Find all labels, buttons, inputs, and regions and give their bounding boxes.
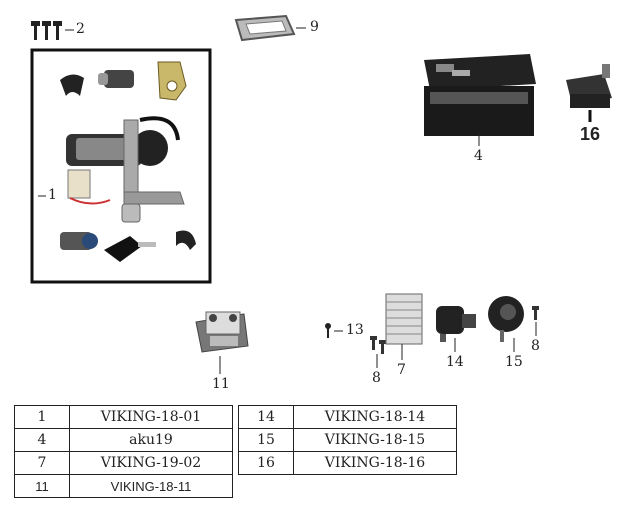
table-row: 7 VIKING-19-02 (14, 451, 233, 475)
table-row: 11 VIKING-18-11 (14, 474, 233, 498)
part-code: VIKING-18-01 (69, 405, 233, 429)
horn-part-15 (488, 296, 524, 342)
part-code: VIKING-19-02 (69, 451, 233, 475)
cdi-part-7 (385, 293, 423, 345)
callout-9: 9 (310, 19, 319, 35)
battery-part-4 (424, 54, 536, 136)
callout-7: 7 (397, 362, 406, 378)
part-code: VIKING-18-14 (293, 405, 457, 429)
screws-part-8-left (370, 336, 386, 354)
callout-4: 4 (474, 148, 483, 164)
callout-15: 15 (505, 354, 523, 370)
table-row: 16 VIKING-18-16 (238, 451, 457, 475)
callout-16: 16 (580, 124, 601, 144)
callout-1: 1 (48, 187, 57, 203)
callout-8-left: 8 (372, 370, 381, 386)
bolt-part-13 (325, 323, 331, 338)
part-number: 11 (14, 474, 70, 498)
parts-table-left: 1 VIKING-18-01 4 aku19 7 VIKING-19-02 11… (14, 405, 233, 498)
part-number: 14 (238, 405, 294, 429)
callout-14: 14 (446, 354, 464, 370)
part-number: 7 (14, 451, 70, 475)
table-row: 1 VIKING-18-01 (14, 405, 233, 429)
relay-part-16 (566, 64, 612, 108)
starter-relay-part-14 (436, 306, 476, 342)
part-code: VIKING-18-16 (293, 451, 457, 475)
ignition-switch-part-1 (60, 61, 196, 262)
rubber-frame-part-9 (234, 14, 296, 42)
callout-13: 13 (346, 322, 364, 338)
part-code: aku19 (69, 428, 233, 452)
part-number: 4 (14, 428, 70, 452)
part-code: VIKING-18-15 (293, 428, 457, 452)
callout-8-right: 8 (531, 338, 540, 354)
part-code: VIKING-18-11 (69, 474, 233, 498)
table-row: 15 VIKING-18-15 (238, 428, 457, 452)
screws-part-2 (31, 21, 62, 40)
callout-11: 11 (212, 376, 230, 392)
part-number: 1 (14, 405, 70, 429)
parts-diagram (30, 14, 612, 374)
table-row: 4 aku19 (14, 428, 233, 452)
part-number: 15 (238, 428, 294, 452)
callout-2: 2 (76, 21, 85, 37)
parts-table-right: 14 VIKING-18-14 15 VIKING-18-15 16 VIKIN… (238, 405, 457, 475)
table-row: 14 VIKING-18-14 (238, 405, 457, 429)
screw-part-8-right (532, 306, 539, 320)
regulator-part-11 (195, 311, 249, 353)
part-number: 16 (238, 451, 294, 475)
